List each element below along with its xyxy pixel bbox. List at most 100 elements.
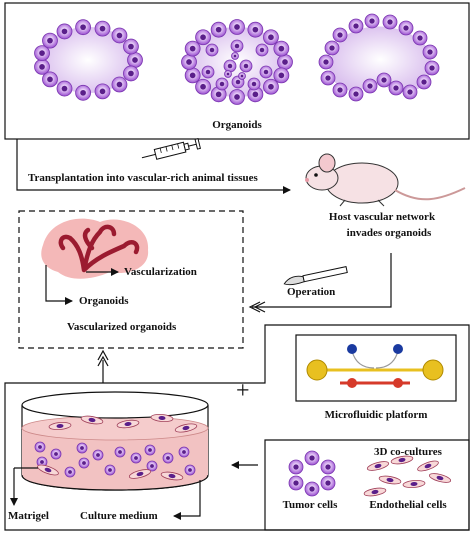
microfluidic-label: Microfluidic platform (324, 409, 428, 421)
cell-nucleus (99, 88, 106, 95)
tumor-cells-image (288, 450, 336, 497)
cell-nucleus (235, 79, 241, 85)
cell-nucleus (189, 45, 196, 52)
cell-nucleus (325, 464, 331, 470)
endothelial-nucleus (374, 463, 382, 469)
cell-nucleus (278, 45, 285, 52)
cell-nucleus (353, 91, 359, 97)
cell-nucleus (61, 28, 68, 35)
endothelial-nucleus (371, 489, 379, 495)
cell-nucleus (252, 91, 259, 98)
transplant-label: Transplantation into vascular-rich anima… (28, 172, 258, 184)
cell-nucleus (39, 64, 45, 70)
cell-nucleus (128, 70, 134, 77)
lumen (329, 26, 432, 93)
cell-nucleus (263, 69, 269, 75)
cell-nucleus (421, 79, 427, 85)
cell-nucleus (39, 50, 45, 56)
cell-nucleus (234, 24, 240, 30)
cell-nucleus (278, 72, 285, 79)
endothelial-nucleus (182, 425, 190, 431)
cell-nucleus (323, 59, 329, 65)
cell-nucleus (128, 43, 134, 50)
cell-nucleus (293, 480, 299, 486)
organoids-label: Organoids (79, 295, 129, 307)
microfluidic-channels (306, 344, 444, 388)
cell-nucleus (200, 34, 206, 41)
cell-nucleus (82, 461, 86, 465)
organoids-arrow (45, 265, 73, 305)
cell-nucleus (54, 452, 58, 456)
cell-nucleus (80, 89, 86, 96)
cell-nucleus (337, 87, 343, 93)
cell-nucleus (80, 446, 84, 450)
cell-nucleus (186, 59, 192, 65)
dish-cells (34, 413, 198, 481)
cell-nucleus (227, 63, 233, 69)
cell-nucleus (309, 486, 315, 492)
endothelial-nucleus (436, 475, 444, 481)
cell-nucleus (259, 47, 265, 53)
cell-nucleus (325, 480, 331, 486)
up-arrowhead (97, 349, 109, 367)
cell-nucleus (403, 25, 409, 31)
host-label-line2: invades organoids (346, 227, 432, 239)
cell-nucleus (134, 456, 138, 460)
cell-nucleus (329, 45, 335, 51)
tumor-cells-label: Tumor cells (282, 499, 338, 511)
endothelial-nucleus (398, 457, 406, 463)
cell-nucleus (166, 456, 170, 460)
cell-nucleus (219, 81, 225, 87)
cell-nucleus (38, 445, 42, 449)
cell-nucleus (282, 59, 288, 65)
host-label-line1: Host vascular network (328, 211, 436, 223)
organoid-irregular (318, 13, 440, 102)
cell-nucleus (407, 89, 413, 95)
mouse-icon (305, 153, 466, 207)
cell-nucleus (200, 83, 206, 90)
cell-nucleus (215, 26, 222, 33)
plus-symbol: + (236, 378, 250, 404)
vascularized-organoid-image (41, 218, 149, 279)
return-arrowhead (248, 301, 266, 313)
cell-nucleus (234, 43, 240, 49)
cell-nucleus (61, 85, 68, 92)
cell-nucleus (205, 69, 211, 75)
endothelial-nucleus (158, 415, 166, 421)
cell-nucleus (240, 74, 244, 78)
return-arrow (252, 253, 392, 308)
cell-nucleus (96, 453, 100, 457)
syringe-icon (141, 138, 201, 160)
organoids-panel-label: Organoids (212, 119, 262, 131)
coculture-title: 3D co-cultures (374, 446, 442, 458)
cell-nucleus (381, 77, 387, 83)
cell-nucleus (429, 65, 435, 71)
cell-nucleus (116, 81, 123, 88)
cell-nucleus (369, 18, 375, 24)
matrigel-label: Matrigel (8, 510, 49, 522)
endothelial-nucleus (386, 477, 394, 483)
endothelial-nucleus (44, 467, 52, 473)
bottom-panel (4, 324, 470, 531)
cell-nucleus (293, 464, 299, 470)
endothelial-nucleus (56, 423, 64, 429)
cell-nucleus (116, 32, 123, 39)
cell-nucleus (182, 450, 186, 454)
organoid-dense (181, 19, 293, 105)
cell-nucleus (427, 49, 433, 55)
cell-nucleus (215, 91, 222, 98)
culture-medium-label: Culture medium (80, 510, 158, 522)
transplant-arrow (16, 139, 291, 194)
cell-nucleus (268, 34, 274, 41)
cell-nucleus (99, 25, 106, 32)
lumen (41, 27, 135, 93)
cell-nucleus (233, 54, 237, 58)
cell-nucleus (40, 460, 44, 464)
cell-nucleus (47, 76, 53, 83)
medium-pointer (173, 480, 201, 520)
cell-nucleus (226, 72, 230, 76)
operation-label: Operation (287, 286, 336, 298)
scalpel-icon (283, 266, 348, 286)
cell-nucleus (189, 72, 196, 79)
cell-nucleus (337, 32, 343, 38)
